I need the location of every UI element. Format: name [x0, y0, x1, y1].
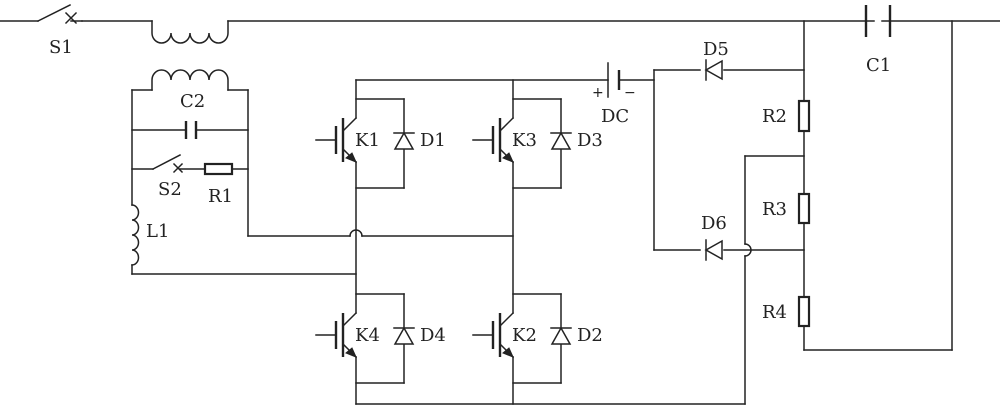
label-d3: D3 [577, 130, 603, 151]
diode-d4: D4 [393, 325, 446, 346]
h-bridge [355, 79, 746, 405]
label-k1: K1 [355, 130, 380, 151]
label-c2: C2 [180, 91, 205, 112]
label-d6: D6 [701, 213, 727, 234]
label-s2: S2 [158, 179, 182, 200]
switch-s1: S1 [36, 3, 83, 58]
dc-plus-sign: + [592, 85, 604, 101]
diode-d1: D1 [393, 130, 446, 151]
right-network [653, 20, 953, 405]
left-network: C2 S2 R1 L1 [131, 89, 514, 275]
label-r4: R4 [762, 302, 787, 323]
dc-source: + − DC [592, 62, 655, 127]
transformer [151, 20, 229, 91]
label-k3: K3 [512, 130, 537, 151]
capacitor-c1: C1 [864, 5, 891, 76]
resistor-r3: R3 [762, 192, 811, 225]
label-l1: L1 [146, 221, 169, 242]
label-k2: K2 [512, 325, 537, 346]
diode-d6: D6 [701, 213, 727, 261]
resistor-r2: R2 [762, 99, 811, 133]
igbt-k1: K1 [314, 98, 405, 189]
igbt-k4: K4 [314, 293, 405, 384]
label-d5: D5 [703, 39, 729, 60]
label-d4: D4 [420, 325, 446, 346]
label-d1: D1 [420, 130, 446, 151]
label-dc: DC [601, 106, 629, 127]
dc-minus-sign: − [624, 85, 636, 101]
label-r1: R1 [208, 186, 233, 207]
resistor-r4: R4 [762, 295, 811, 328]
label-r2: R2 [762, 106, 787, 127]
diode-d2: D2 [550, 325, 603, 346]
label-r3: R3 [762, 199, 787, 220]
diode-d3: D3 [550, 130, 603, 151]
label-s1: S1 [49, 37, 73, 58]
diode-d5: D5 [703, 39, 729, 81]
label-d2: D2 [577, 325, 603, 346]
label-c1: C1 [866, 55, 891, 76]
label-k4: K4 [355, 325, 380, 346]
igbt-k3: K3 [471, 98, 562, 189]
igbt-k2: K2 [471, 293, 562, 384]
